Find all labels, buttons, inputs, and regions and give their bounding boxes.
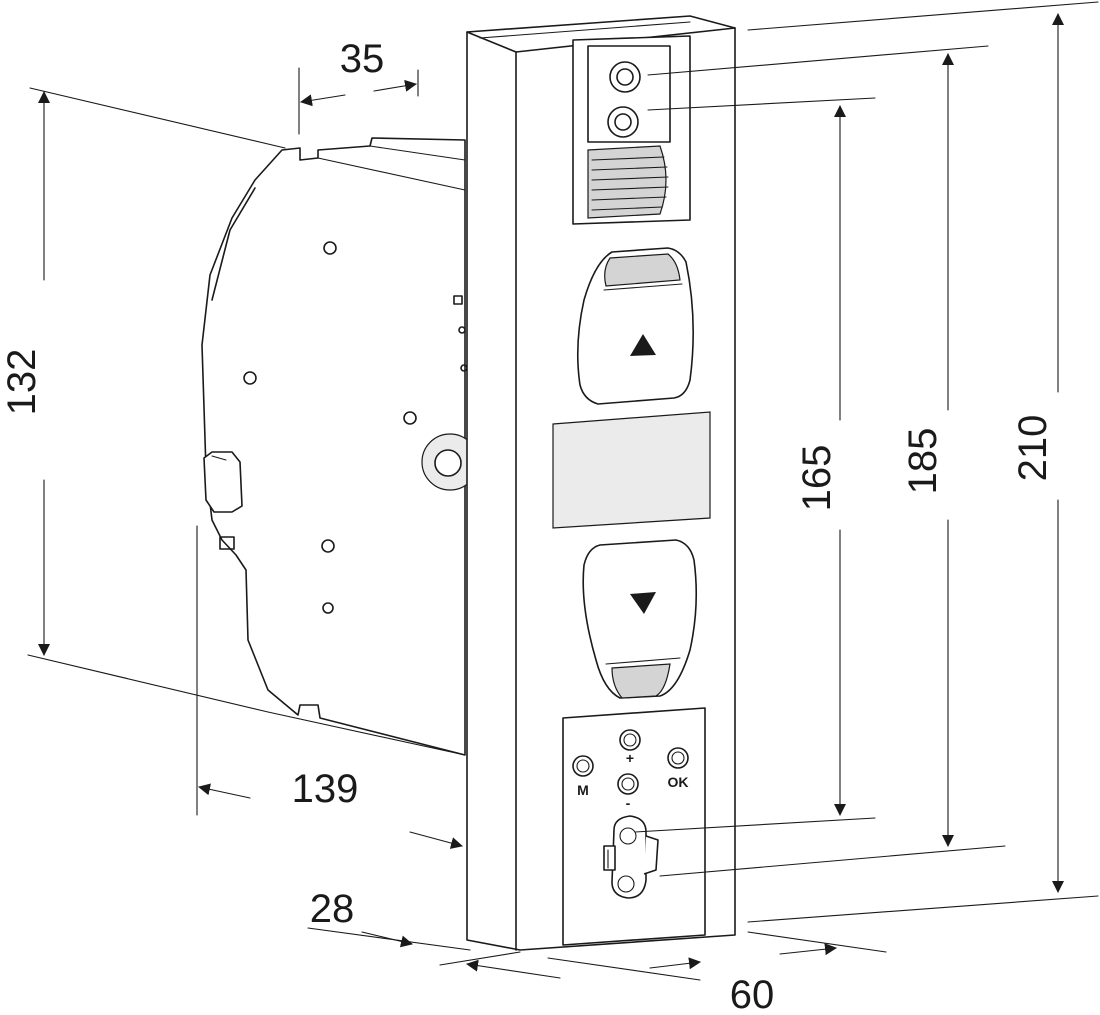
dimension-label-60: 60 <box>730 973 775 1015</box>
dimension-label-165: 165 <box>795 445 839 512</box>
triangle-down-icon <box>630 592 656 614</box>
dimension-label-210: 210 <box>1011 415 1055 482</box>
dimension-label-185: 185 <box>901 428 945 495</box>
plus-button[interactable] <box>619 729 641 751</box>
triangle-up-icon <box>630 334 656 356</box>
dimension-label-35: 35 <box>340 37 385 81</box>
menu-label: M <box>577 782 589 798</box>
control-panel: + M OK - <box>562 707 706 946</box>
dimension-165: 165 <box>634 97 876 833</box>
front-cover: + M OK - <box>466 15 736 951</box>
dimension-132: 132 <box>0 87 286 713</box>
minus-button[interactable] <box>617 773 639 795</box>
plus-label: + <box>626 750 634 766</box>
side-housing <box>201 137 479 756</box>
down-button[interactable] <box>582 539 698 699</box>
dimension-label-132: 132 <box>0 349 44 416</box>
dimension-35: 35 <box>298 37 419 135</box>
menu-button[interactable] <box>572 755 594 777</box>
sensor-window <box>572 35 691 225</box>
dimension-185: 185 <box>647 45 1006 877</box>
ok-button[interactable] <box>667 747 689 769</box>
dimension-28: 28 <box>307 887 561 979</box>
minus-label: - <box>626 795 631 811</box>
dimension-139: 139 <box>196 525 466 849</box>
up-button[interactable] <box>576 247 694 405</box>
ok-label: OK <box>668 774 689 790</box>
display-window <box>552 411 711 529</box>
strap-guide <box>603 815 659 899</box>
dimension-210: 210 <box>747 1 1099 923</box>
dimension-60: 60 <box>547 931 887 1015</box>
dimension-label-139: 139 <box>292 767 359 811</box>
dimension-label-28: 28 <box>310 887 355 931</box>
